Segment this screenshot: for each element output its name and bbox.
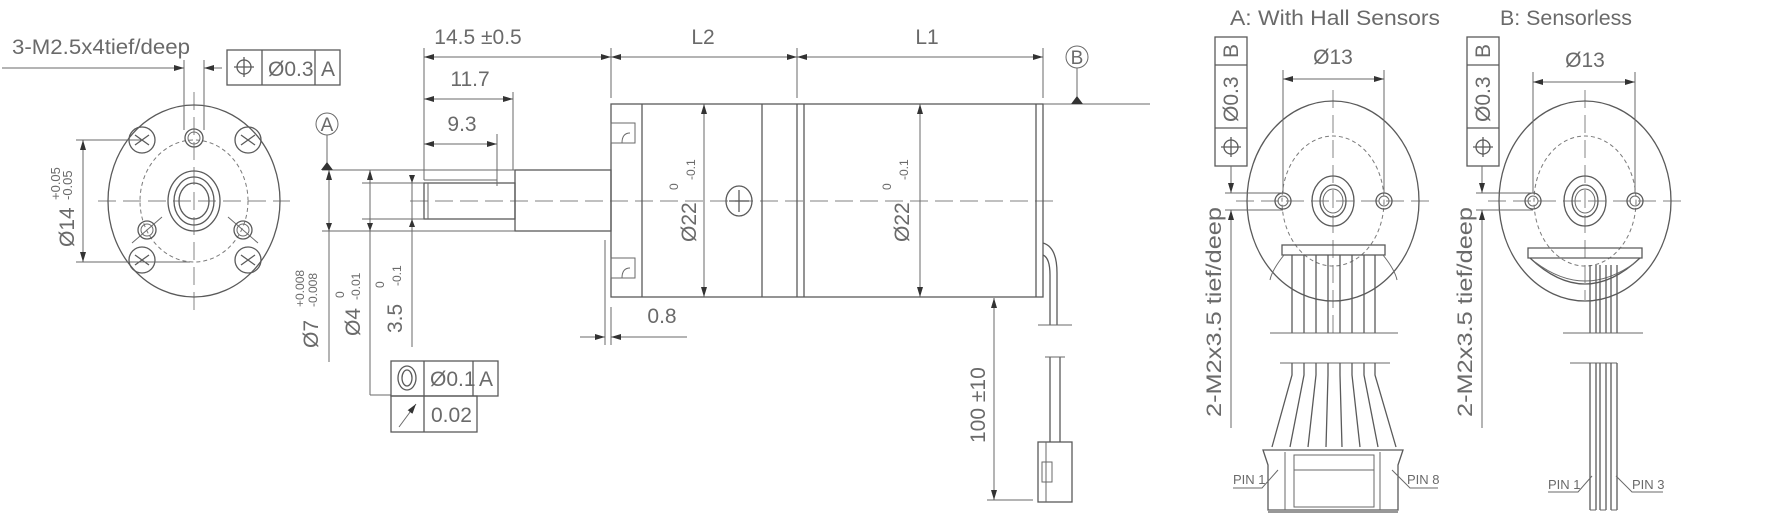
svg-text:Ø0.3: Ø0.3 [1220,76,1243,122]
diameter-14-label: Ø14 [56,207,79,247]
view-a-thread-note: 2-M2x3.5 tief/deep [1203,207,1226,417]
svg-text:Ø0.3: Ø0.3 [268,58,314,81]
svg-text:0: 0 [333,291,347,298]
concentricity-icon [397,365,417,391]
feature-control-frame-concentricity: Ø0.1 A [390,360,499,397]
view-a-pin-last: PIN 8 [1407,472,1440,487]
svg-text:Ø0.3: Ø0.3 [1472,76,1495,122]
view-a-pin-first: PIN 1 [1233,472,1266,487]
connector-8pin [1262,244,1404,513]
view-a-fcf: B Ø0.3 [1214,36,1248,167]
screw-icon [128,126,262,274]
tolerance-upper: +0.05 [48,167,63,200]
view-b-diameter: Ø13 [1565,49,1605,72]
svg-text:Ø0.1: Ø0.1 [430,368,476,391]
feature-control-frame: Ø0.3 A [226,49,341,86]
view-b-pin-first: PIN 1 [1548,477,1581,492]
d7-value: Ø7 [300,320,323,348]
tolerance-lower: -0.05 [60,170,75,200]
d3-5-value: 3.5 [384,304,407,333]
dim-0-8: 0.8 [647,305,676,328]
thread-note: 3-M2.5x4tief/deep [12,36,190,59]
connector [1037,441,1073,503]
view-a-diameter: Ø13 [1313,46,1353,69]
svg-text:A: A [321,58,335,81]
svg-text:B: B [1472,44,1495,58]
datum-a: A [315,112,339,170]
svg-text:+0.008: +0.008 [293,270,307,307]
screw-icon [725,185,753,217]
front-view: 3-M2.5x4tief/deep Ø0.3 A Ø14 +0.05 -0.05 [2,36,341,310]
svg-text:0: 0 [667,183,681,190]
position-icon [234,57,254,77]
svg-text:B: B [1220,44,1243,58]
view-a-hall-sensors: A: With Hall Sensors Ø13 B Ø0.3 2-M2x3.5… [1203,7,1440,513]
svg-text:-0.008: -0.008 [306,273,320,307]
svg-text:A: A [479,368,493,391]
dim-11-7: 11.7 [450,68,489,91]
svg-text:0.02: 0.02 [431,404,472,427]
runout-arrow-icon [398,403,417,428]
view-b-pin-last: PIN 3 [1632,477,1665,492]
side-view: A B 14.5 ±0.5 11.7 9.3 L2 L1 0.8 Ø22 0 -… [293,26,1150,503]
view-b-title: B: Sensorless [1500,7,1632,30]
datum-b: B [1065,45,1089,104]
view-b-fcf: B Ø0.3 [1466,36,1500,167]
thread-hole-icon [131,128,259,244]
dim-9-3: 9.3 [447,113,476,136]
d22-gear-value: Ø22 [678,202,701,242]
view-b-sensorless: B: Sensorless Ø13 B Ø0.3 2-M2x3.5 tief/d… [1454,7,1682,511]
view-b-thread-note: 2-M2x3.5 tief/deep [1454,207,1477,417]
svg-text:B: B [1071,48,1084,69]
dim-14-5: 14.5 ±0.5 [434,26,521,49]
svg-text:-0.1: -0.1 [390,265,404,286]
connector-3wire [1527,247,1643,511]
position-icon [1473,137,1493,157]
d22-motor-value: Ø22 [891,202,914,242]
svg-text:0: 0 [880,183,894,190]
position-icon [1221,137,1241,157]
svg-text:-0.1: -0.1 [684,159,698,180]
d4-value: Ø4 [342,308,365,336]
svg-text:-0.1: -0.1 [897,159,911,180]
svg-text:-0.01: -0.01 [349,272,363,300]
dim-l2: L2 [691,26,714,49]
feature-control-frame-runout: 0.02 [390,395,478,433]
dim-l1: L1 [915,26,938,49]
svg-text:0: 0 [373,281,387,288]
view-a-title: A: With Hall Sensors [1230,7,1440,30]
cable-length: 100 ±10 [967,367,990,443]
svg-text:A: A [321,115,334,136]
